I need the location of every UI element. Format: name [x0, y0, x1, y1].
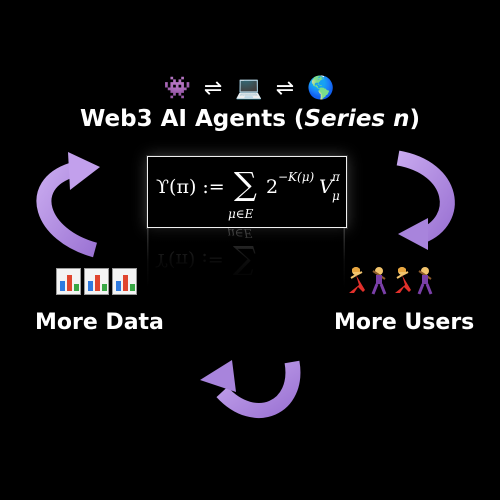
formula-exponent: −K(μ) — [278, 170, 315, 184]
arrow-top-left-head — [68, 152, 100, 190]
bar-chart-icon-group — [56, 268, 137, 295]
alien-monster-icon: 👾 — [163, 76, 193, 101]
sum-symbol: ∑ — [234, 165, 257, 203]
formula-lhs: ϒ(π) := — [156, 176, 225, 198]
dancer-icon-group — [345, 266, 436, 296]
exchange-arrows-icon: ⇌ — [203, 76, 225, 101]
dancer-icon — [349, 267, 365, 293]
arrow-right-head — [398, 218, 428, 250]
formula-reflection-graphic: ϒ(π) := ∑ μ∈E — [147, 228, 345, 288]
bar-chart-icon — [84, 268, 109, 295]
arrow-bottom-head — [200, 360, 236, 392]
header-icon-row: 👾 ⇌ 💻 ⇌ 🌎 — [0, 76, 500, 101]
title-end: ) — [409, 106, 420, 132]
formula-reflection: ϒ(π) := ∑ μ∈E — [147, 228, 345, 288]
exchange-arrows-icon: ⇌ — [275, 76, 297, 101]
label-more-data: More Data — [35, 310, 164, 335]
formula-value-sup: π — [331, 170, 341, 184]
title-main: Web3 AI Agents ( — [79, 106, 305, 132]
arrow-bottom — [216, 360, 301, 418]
sum-index: μ∈E — [228, 207, 254, 221]
label-more-users: More Users — [334, 310, 475, 335]
laptop-icon: 💻 — [235, 76, 265, 101]
diagram-title: Web3 AI Agents (Series n) — [0, 106, 500, 132]
formula-value-sub: μ — [332, 189, 340, 203]
formula-value-var: V — [319, 176, 335, 198]
dancer-icon — [371, 267, 387, 295]
dancer-icon — [417, 267, 433, 295]
title-italic: Series n — [304, 106, 410, 132]
arrow-top-left — [36, 162, 98, 258]
formula-box: ϒ(π) := ∑ μ∈E 2 −K(μ) V π μ — [147, 156, 347, 228]
arrow-right — [396, 150, 455, 243]
dancer-icon — [395, 267, 411, 293]
formula-base: 2 — [266, 176, 278, 198]
bar-chart-icon — [112, 268, 137, 295]
bar-chart-icon — [56, 268, 81, 295]
formula: ϒ(π) := ∑ μ∈E 2 −K(μ) V π μ — [156, 165, 341, 221]
globe-icon: 🌎 — [307, 76, 337, 101]
